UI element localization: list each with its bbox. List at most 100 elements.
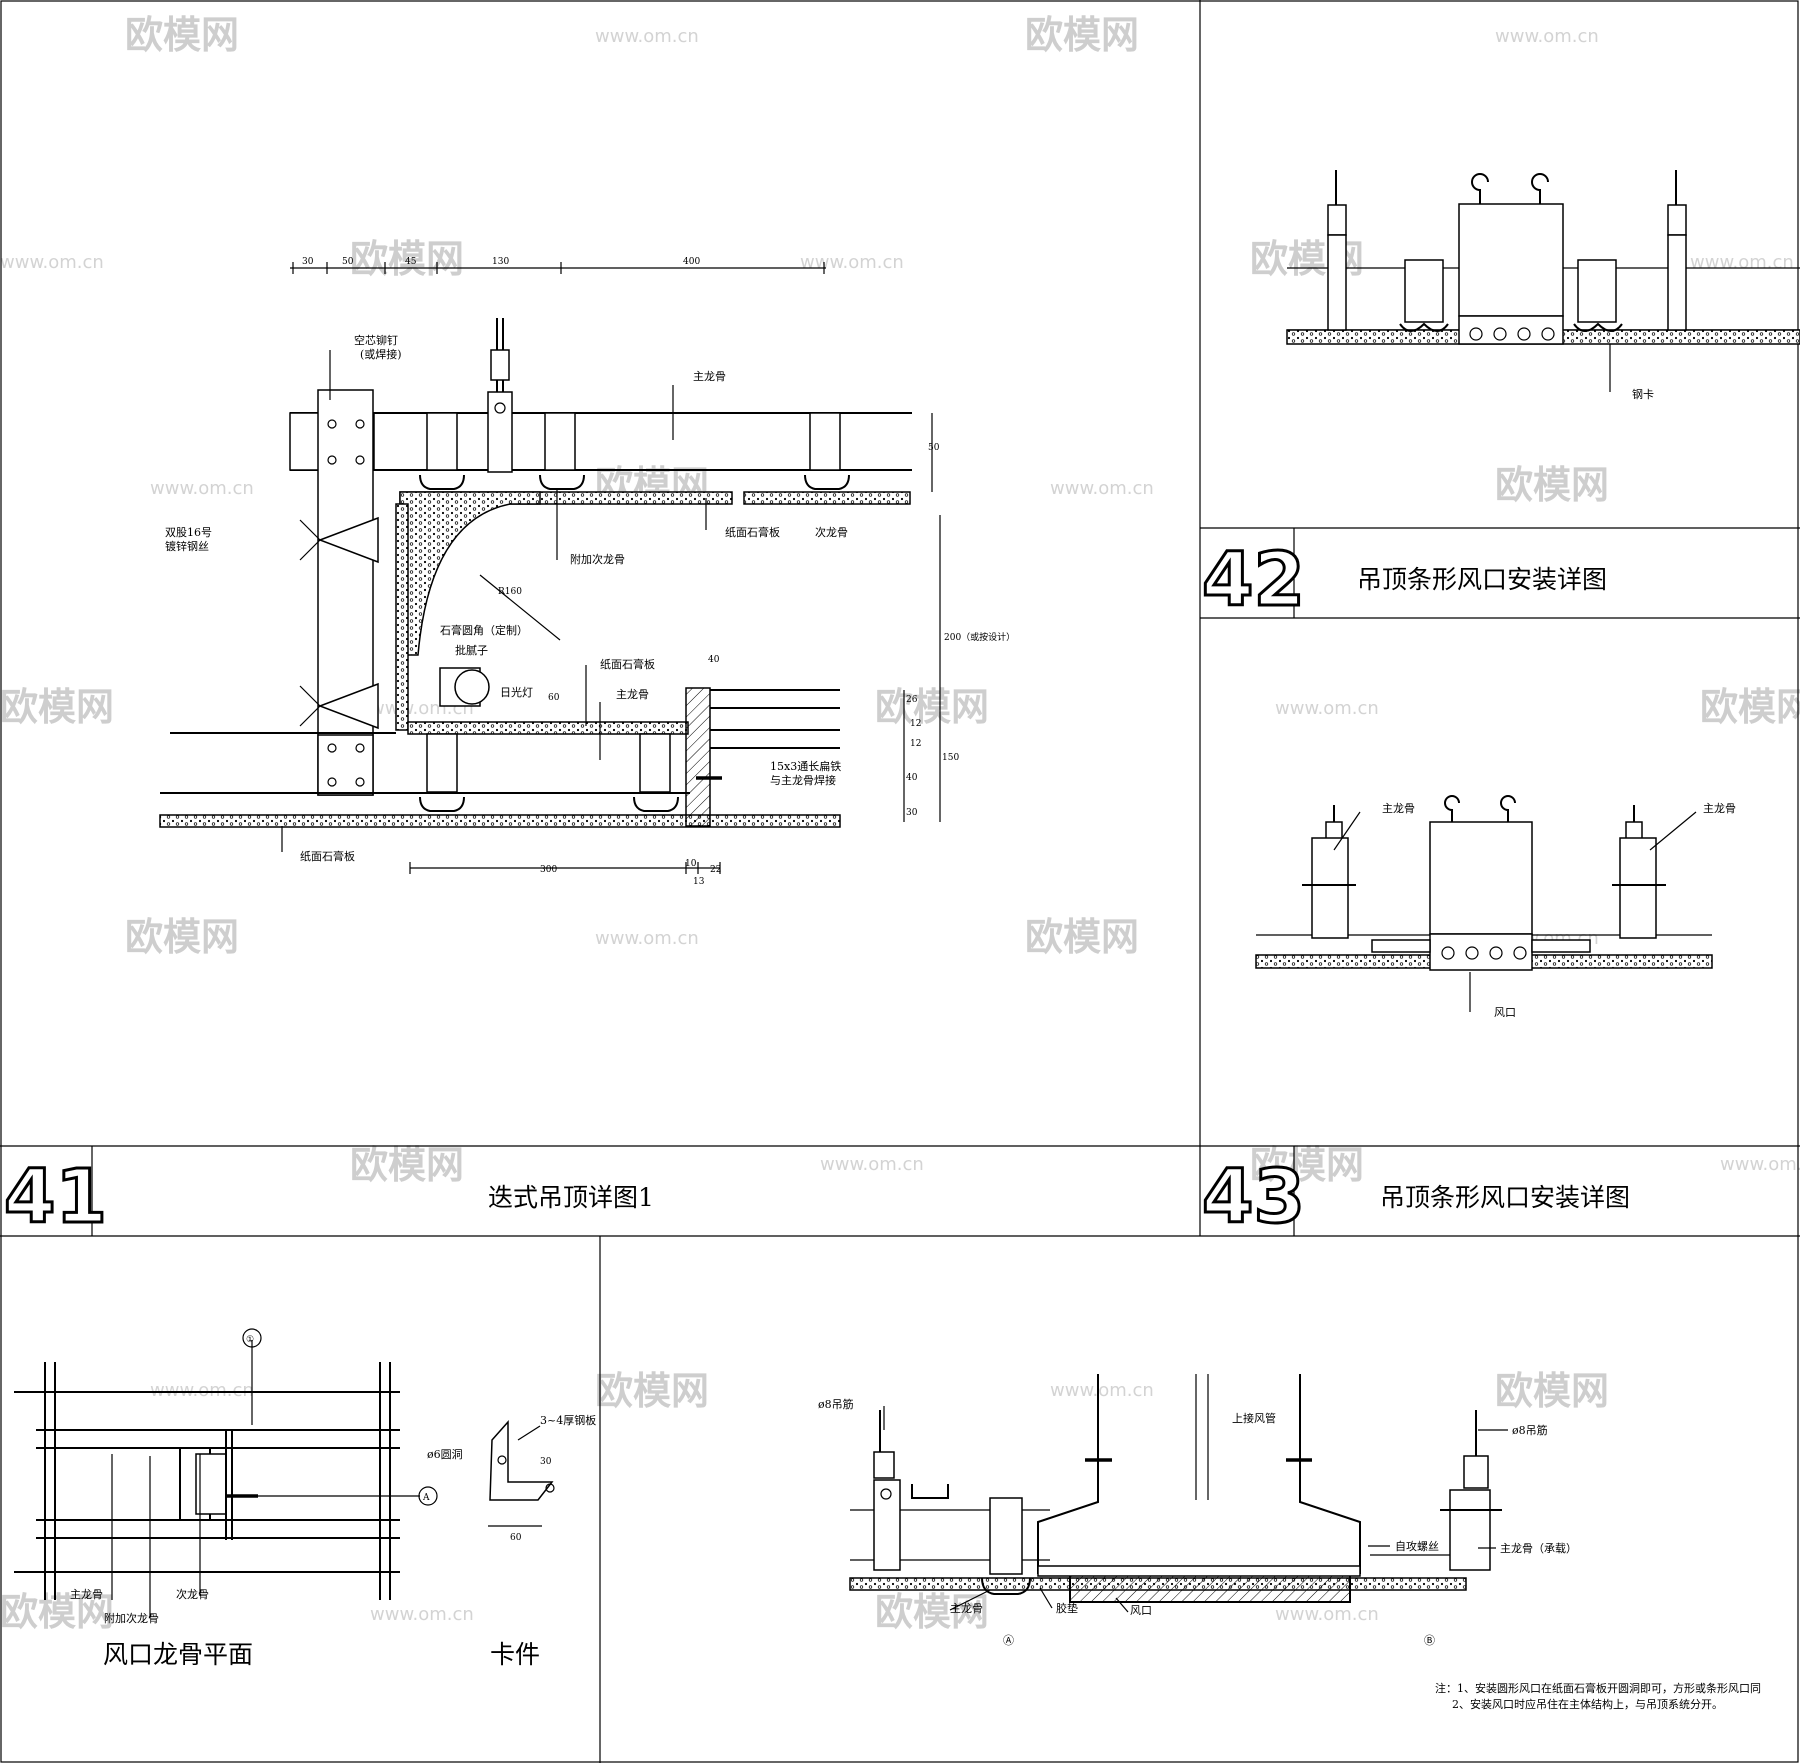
dim-label: 30 (906, 808, 918, 818)
label: 主龙骨 (616, 688, 649, 701)
label: 钢卡 (1632, 388, 1654, 401)
label: 主龙骨 (1703, 802, 1736, 815)
plan-drawing: ① A 主龙骨 附加次龙骨 次龙骨 风口龙骨平面 (14, 1328, 438, 1669)
label: R160 (498, 587, 522, 597)
label: 纸面石膏板 (300, 849, 355, 863)
dim-label: 22 (710, 865, 721, 875)
dim-label: 10 (685, 859, 697, 869)
watermark: 欧模网 (875, 685, 989, 729)
label: 双股16号 (165, 526, 212, 539)
title-block-43: 43 吊顶条形风口安装详图 (1201, 1153, 1631, 1242)
dim-label: 40 (708, 655, 720, 665)
label: 次龙骨 (176, 1587, 209, 1601)
label: 纸面石膏板 (725, 525, 780, 539)
watermark-url: www.om.cn (595, 928, 699, 949)
watermark-url: www.om.cn (1275, 1604, 1379, 1625)
note-line: 2、安装风口时应吊住在主体结构上，与吊顶系统分开。 (1452, 1697, 1723, 1711)
marker: ① (246, 1335, 254, 1345)
label: 纸面石膏板 (600, 657, 655, 671)
clip-title: 卡件 (490, 1640, 540, 1669)
watermark-url: www.om.cn (1720, 1154, 1800, 1175)
dim-label: 50 (342, 257, 354, 267)
label: 主龙骨 (950, 1602, 983, 1615)
detail-42-drawing: 钢卡 (1286, 170, 1800, 401)
section-drawing: ø8吊筋 ø8吊筋 上接风管 主龙骨 胶垫 风口 自攻螺丝 主龙骨（承载） Ⓐ … (818, 1374, 1761, 1711)
label: 自攻螺丝 (1395, 1539, 1439, 1553)
detail-number: 41 (4, 1154, 107, 1240)
label: 空芯铆钉 (354, 333, 398, 347)
dim-label: 50 (928, 443, 940, 453)
plan-title: 风口龙骨平面 (103, 1640, 253, 1669)
dim-label: 130 (492, 257, 509, 267)
label: 15x3通长扁铁 (770, 760, 841, 773)
label: ø6圆洞 (427, 1448, 463, 1461)
watermark-url: www.om.cn (1050, 1380, 1154, 1401)
label: 风口 (1130, 1604, 1152, 1617)
dim-label: 30 (540, 1457, 552, 1467)
detail-41-drawing: 30 50 45 130 400 (159, 257, 1015, 887)
note-line: 注：1、安装圆形风口在纸面石膏板开圆洞即可，方形或条形风口同 (1435, 1681, 1761, 1695)
watermark-url: www.om.cn (820, 1154, 924, 1175)
label: 批腻子 (455, 643, 488, 657)
watermark: 欧模网 (125, 13, 239, 57)
watermark: 欧模网 (350, 1143, 464, 1187)
dim-label: 12 (910, 739, 921, 749)
dim-label: 13 (693, 877, 705, 887)
dim-label: 26 (906, 695, 918, 705)
dim-label: 60 (548, 693, 560, 703)
label: 主龙骨 (70, 1588, 103, 1601)
dim-label: 12 (910, 719, 921, 729)
title-block-42: 42 吊顶条形风口安装详图 (1201, 536, 1608, 625)
watermark-url: www.om.cn (0, 252, 104, 273)
watermark-url: www.om.cn (1495, 26, 1599, 47)
marker: Ⓐ (1003, 1634, 1014, 1647)
watermark: 欧模网 (1250, 237, 1364, 281)
watermark: 欧模网 (1495, 463, 1609, 507)
label: 与主龙骨焊接 (770, 773, 836, 787)
watermark: 欧模网 (350, 237, 464, 281)
dim-label: 300 (540, 865, 557, 875)
watermark-url: www.om.cn (800, 252, 904, 273)
watermark: 欧模网 (1025, 13, 1139, 57)
watermark-url: www.om.cn (1690, 252, 1794, 273)
label: 主龙骨 (1382, 802, 1415, 815)
watermark-url: www.om.cn (1275, 698, 1379, 719)
watermark-url: www.om.cn (1050, 478, 1154, 499)
dim-label: 30 (302, 257, 314, 267)
label: 主龙骨（承载） (1500, 1542, 1577, 1555)
dim-label: 150 (942, 753, 959, 763)
label: ø8吊筋 (1512, 1423, 1548, 1437)
label: 胶垫 (1056, 1601, 1078, 1615)
detail-title: 迭式吊顶详图1 (488, 1183, 654, 1212)
watermark: 欧模网 (1495, 1369, 1609, 1413)
watermark: 欧模网 (0, 685, 114, 729)
watermark: 欧模网 (1025, 915, 1139, 959)
label: 次龙骨 (815, 525, 848, 539)
detail-title: 吊顶条形风口安装详图 (1380, 1183, 1630, 1212)
watermark: 欧模网 (875, 1590, 989, 1634)
label: 日光灯 (500, 685, 533, 699)
dim-label: 60 (510, 1533, 522, 1543)
label: 镀锌钢丝 (165, 539, 209, 553)
watermark: 欧模网 (1700, 685, 1800, 729)
detail-43-drawing: 主龙骨 主龙骨 风口 (1255, 795, 1736, 1019)
clip-drawing: 3~4厚钢板 ø6圆洞 30 60 卡件 (427, 1413, 596, 1669)
label: (或焊接) (360, 347, 402, 361)
watermark-url: www.om.cn (370, 1604, 474, 1625)
label: 石膏圆角（定制） (440, 623, 528, 637)
watermark: 欧模网 (1250, 1143, 1364, 1187)
dim-label: 400 (683, 257, 700, 267)
dim-label: 200（或按设计） (944, 631, 1015, 643)
dim-label: 45 (405, 257, 417, 267)
label: 附加次龙骨 (570, 552, 625, 566)
marker: A (422, 1493, 430, 1503)
watermark-url: www.om.cn (150, 1380, 254, 1401)
dim-label: 40 (906, 773, 918, 783)
label: 主龙骨 (693, 370, 726, 383)
marker: Ⓑ (1424, 1634, 1435, 1647)
watermark-url: www.om.cn (595, 26, 699, 47)
watermark: 欧模网 (125, 915, 239, 959)
